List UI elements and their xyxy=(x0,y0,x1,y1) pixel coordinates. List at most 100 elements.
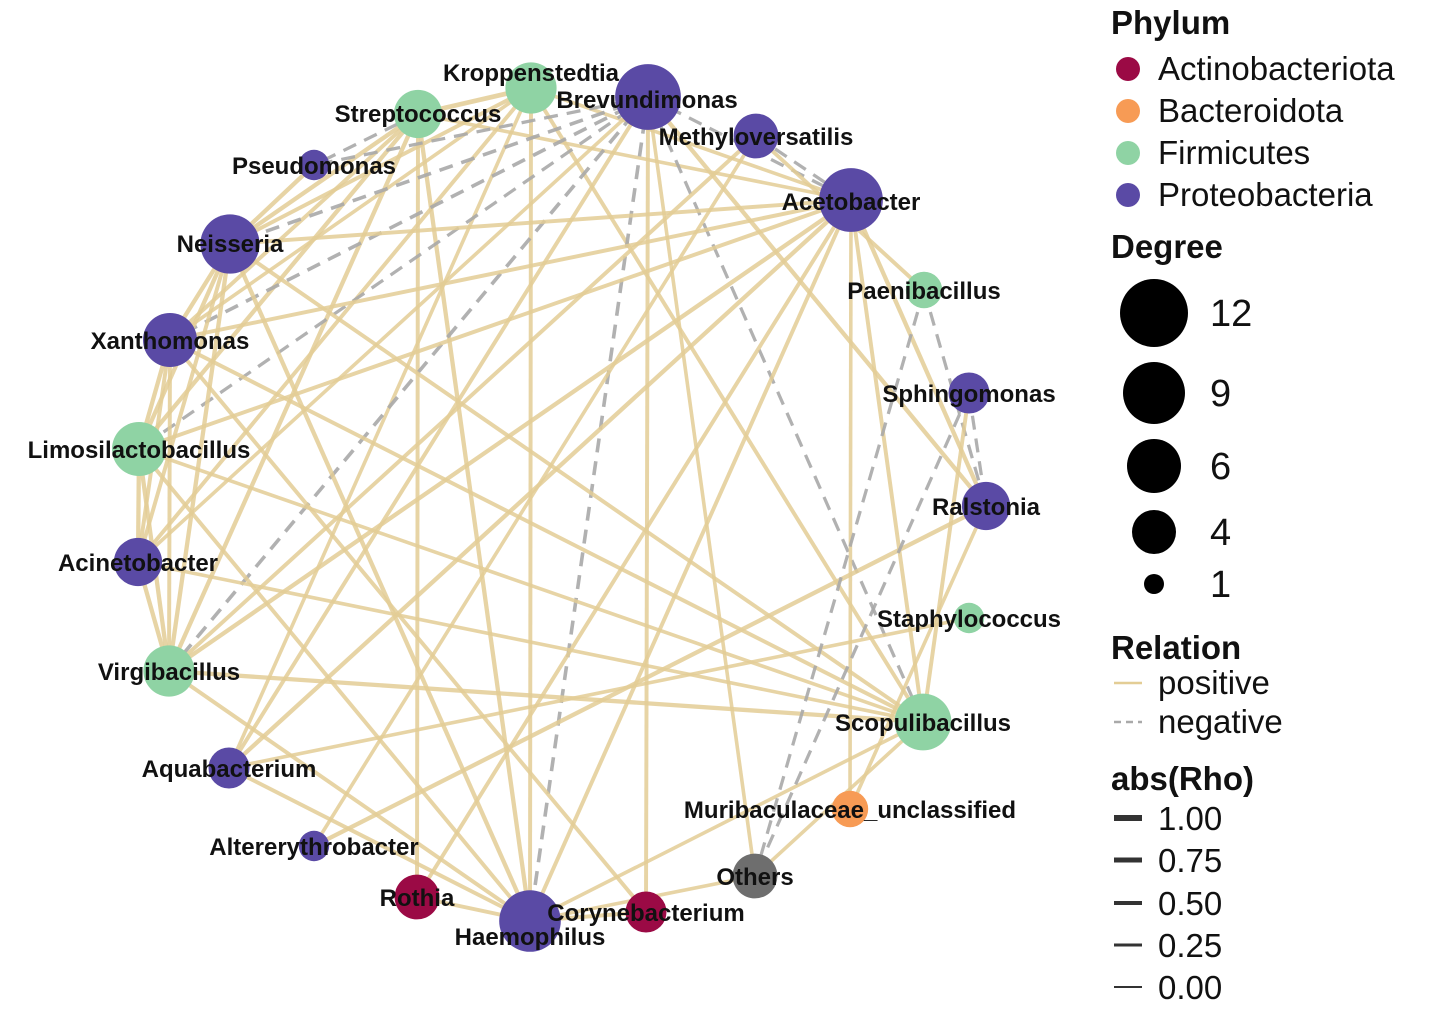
edge-streptococcus-pseudomonas xyxy=(313,112,419,167)
node-sphingomonas xyxy=(948,372,990,414)
node-label-neisseria: Neisseria xyxy=(177,231,284,258)
node-altererythrobacter xyxy=(298,830,330,862)
node-corynebacterium xyxy=(625,891,667,933)
node-neisseria xyxy=(200,214,260,274)
edge-xanthomonas-corynebacterium xyxy=(168,338,648,914)
degree-size-label-4: 4 xyxy=(1210,512,1231,554)
edge-kroppenstedtia-xanthomonas xyxy=(168,86,533,342)
phylum-label-proteobacteria: Proteobacteria xyxy=(1158,176,1373,213)
node-label-limosilactobacillus: Limosilactobacillus xyxy=(28,437,251,464)
edge-limosilactobacillus-scopulibacillus xyxy=(138,447,924,724)
degree-legend: Degree 12 9 6 4 1 xyxy=(1111,228,1252,606)
node-label-rothia: Rothia xyxy=(380,885,455,912)
edge-xanthomonas-virgibacillus xyxy=(167,339,172,672)
degree-size-circle-12 xyxy=(1120,279,1188,347)
phylum-legend: Phylum Actinobacteriota Bacteroidota Fir… xyxy=(1111,4,1395,213)
degree-size-circle-6 xyxy=(1127,439,1181,493)
node-limosilactobacillus xyxy=(112,422,166,476)
node-label-acetobacter: Acetobacter xyxy=(782,189,921,216)
edge-brevundimonas-limosilactobacillus xyxy=(138,95,649,451)
edge-acetobacter-aquabacterium xyxy=(227,198,853,770)
degree-size-label-6: 6 xyxy=(1210,446,1231,488)
node-label-aquabacterium: Aquabacterium xyxy=(142,756,317,783)
degree-size-label-1: 1 xyxy=(1210,564,1231,606)
edge-acetobacter-rothia xyxy=(415,198,853,899)
phylum-swatch-bacteroidota xyxy=(1116,99,1140,123)
phylum-legend-title: Phylum xyxy=(1111,4,1230,41)
node-aquabacterium xyxy=(208,747,250,789)
node-label-scopulibacillus: Scopulibacillus xyxy=(835,710,1011,737)
edge-paenibacillus-ralstonia xyxy=(922,289,988,507)
node-label-acinetobacter: Acinetobacter xyxy=(58,550,218,577)
rho-legend-title: abs(Rho) xyxy=(1111,760,1254,797)
edge-brevundimonas-pseudomonas xyxy=(313,95,649,167)
edge-acetobacter-scopulibacillus xyxy=(849,199,925,723)
node-xanthomonas xyxy=(143,313,197,367)
degree-size-circle-4 xyxy=(1132,510,1176,554)
edge-ralstonia-muribaculaceae-unclassified xyxy=(848,505,988,810)
edge-streptococcus-acetobacter xyxy=(417,112,852,202)
node-label-xanthomonas: Xanthomonas xyxy=(91,328,250,355)
relation-legend-title: Relation xyxy=(1111,629,1241,666)
relation-legend: Relation positive negative xyxy=(1111,629,1283,740)
node-label-pseudomonas: Pseudomonas xyxy=(232,153,396,180)
node-label-haemophilus: Haemophilus xyxy=(455,924,606,951)
phylum-swatch-actinobacteriota xyxy=(1116,57,1140,81)
edge-scopulibacillus-sphingomonas xyxy=(921,392,971,723)
node-label-corynebacterium: Corynebacterium xyxy=(547,900,744,927)
degree-size-circle-1 xyxy=(1144,574,1164,594)
edge-brevundimonas-others xyxy=(646,96,757,877)
edge-streptococcus-rothia xyxy=(415,113,420,898)
edge-paenibacillus-others xyxy=(753,289,926,877)
node-others xyxy=(732,853,778,899)
edge-virgibacillus-haemophilus xyxy=(167,669,532,923)
node-label-paenibacillus: Paenibacillus xyxy=(847,278,1000,305)
node-label-staphylococcus: Staphylococcus xyxy=(877,606,1061,633)
edge-brevundimonas-xanthomonas xyxy=(169,95,649,342)
node-label-others: Others xyxy=(716,864,793,891)
edge-kroppenstedtia-aquabacterium xyxy=(227,87,533,769)
node-label-ralstonia: Ralstonia xyxy=(932,494,1041,521)
node-streptococcus xyxy=(393,89,443,139)
node-label-sphingomonas: Sphingomonas xyxy=(882,381,1055,408)
node-pseudomonas xyxy=(298,149,330,181)
phylum-label-actinobacteriota: Actinobacteriota xyxy=(1158,50,1395,87)
edge-kroppenstedtia-scopulibacillus xyxy=(529,86,925,724)
node-acinetobacter xyxy=(113,537,163,587)
edge-brevundimonas-ralstonia xyxy=(646,95,988,508)
node-label-altererythrobacter: Altererythrobacter xyxy=(209,834,418,861)
node-muribaculaceae-unclassified xyxy=(831,790,869,828)
edge-aquabacterium-haemophilus xyxy=(228,766,531,923)
rho-label-0: 0.00 xyxy=(1158,969,1222,1006)
phylum-label-firmicutes: Firmicutes xyxy=(1158,134,1310,171)
edge-acetobacter-ralstonia xyxy=(849,199,988,507)
rho-legend: abs(Rho) 1.00 0.75 0.50 0.25 0.00 xyxy=(1111,760,1254,1006)
node-scopulibacillus xyxy=(894,693,952,751)
edge-kroppenstedtia-acinetobacter xyxy=(136,86,533,564)
node-ralstonia xyxy=(961,481,1011,531)
legend: Phylum Actinobacteriota Bacteroidota Fir… xyxy=(1111,4,1395,1006)
edge-acetobacter-neisseria xyxy=(229,198,852,246)
node-rothia xyxy=(394,874,440,920)
edge-acinetobacter-scopulibacillus xyxy=(137,560,924,724)
node-staphylococcus xyxy=(953,602,985,634)
edge-kroppenstedtia-neisseria xyxy=(229,86,532,246)
node-acetobacter xyxy=(819,168,883,232)
node-methyloversatilis xyxy=(733,113,779,159)
edge-brevundimonas-haemophilus xyxy=(528,96,650,922)
rho-label-075: 0.75 xyxy=(1158,842,1222,879)
phylum-label-bacteroidota: Bacteroidota xyxy=(1158,92,1344,129)
edge-altererythrobacter-ralstonia xyxy=(313,504,987,848)
relation-label-positive: positive xyxy=(1158,664,1270,701)
edge-limosilactobacillus-haemophilus xyxy=(137,447,532,923)
edge-kroppenstedtia-acetobacter xyxy=(530,86,852,202)
nodes-layer xyxy=(112,62,1011,952)
degree-size-label-9: 9 xyxy=(1210,373,1231,415)
rho-label-050: 0.50 xyxy=(1158,885,1222,922)
degree-size-label-12: 12 xyxy=(1210,293,1252,335)
edge-brevundimonas-virgibacillus xyxy=(167,95,650,673)
phylum-swatch-firmicutes xyxy=(1116,141,1140,165)
rho-label-1: 1.00 xyxy=(1158,800,1222,837)
node-label-brevundimonas: Brevundimonas xyxy=(556,87,737,114)
